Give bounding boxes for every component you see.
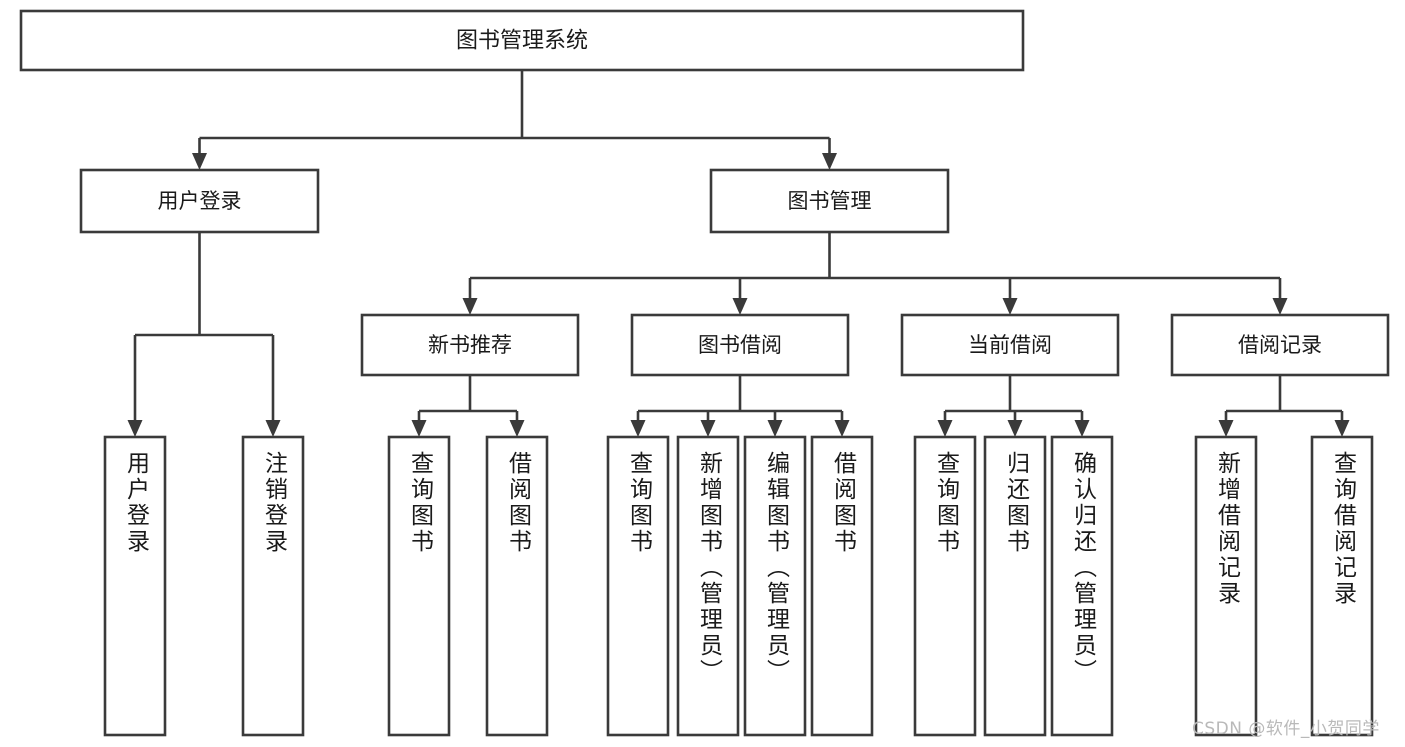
arrow-head-level3-0 [462,298,478,315]
node-box-leaf-9[interactable] [983,435,1047,737]
arrow-head-level3-2 [1002,298,1018,315]
node-box-leaf-1[interactable] [241,435,305,737]
arrow-head-leaf-1-1 [509,420,525,437]
arrow-head-leaf-4-1 [1334,420,1350,437]
arrow-head-leaf-0-1 [265,420,281,437]
arrow-head-leaf-3-0 [937,420,953,437]
node-label-root: 图书管理系统 [456,29,588,54]
arrow-head-leaf-3-1 [1007,420,1023,437]
node-box-leaf-5[interactable] [676,435,740,737]
node-box-leaf-8[interactable] [913,435,977,737]
node-box-leaf-2[interactable] [387,435,451,737]
arrow-head-level2-0 [192,153,207,170]
node-box-leaf-10[interactable] [1050,435,1114,737]
arrow-head-leaf-2-2 [767,420,783,437]
node-box-leaf-3[interactable] [485,435,549,737]
arrow-head-leaf-3-2 [1074,420,1090,437]
node-label-level3-0: 新书推荐 [428,333,512,357]
node-box-leaf-6[interactable] [743,435,807,737]
arrow-head-leaf-4-0 [1218,420,1234,437]
watermark-text: CSDN @软件_小贺同学 [1192,719,1380,739]
arrow-head-leaf-2-3 [834,420,850,437]
node-box-leaf-4[interactable] [606,435,670,737]
node-boxes-layer [19,9,1390,737]
node-box-leaf-0[interactable] [103,435,167,737]
arrow-head-leaf-2-0 [630,420,646,437]
node-box-leaf-12[interactable] [1310,435,1374,737]
node-box-level2-1[interactable] [709,168,950,234]
node-label-level3-2: 当前借阅 [968,333,1052,357]
node-label-level3-1: 图书借阅 [698,333,782,357]
node-box-level3-1[interactable] [630,313,850,377]
node-box-leaf-7[interactable] [810,435,874,737]
arrow-head-level3-1 [732,298,748,315]
arrow-head-level3-3 [1272,298,1288,315]
arrow-head-level2-1 [822,153,837,170]
node-label-level2-0: 用户登录 [158,189,242,213]
node-label-level2-1: 图书管理 [788,189,872,213]
arrow-head-leaf-1-0 [411,420,427,437]
node-box-level2-0[interactable] [79,168,320,234]
connector-lines-layer [127,70,1350,437]
node-box-leaf-11[interactable] [1194,435,1258,737]
arrow-head-leaf-2-1 [700,420,716,437]
node-box-level3-0[interactable] [360,313,580,377]
node-box-root[interactable] [19,9,1025,72]
arrow-head-leaf-0-0 [127,420,143,437]
node-box-level3-3[interactable] [1170,313,1390,377]
node-label-level3-3: 借阅记录 [1238,333,1322,357]
node-box-level3-2[interactable] [900,313,1120,377]
